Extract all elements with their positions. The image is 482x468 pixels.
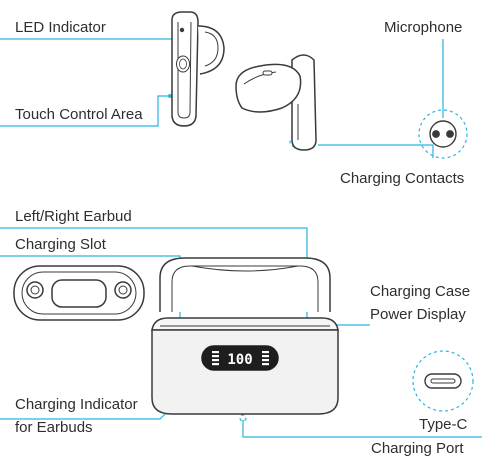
label-touch-control-area: Touch Control Area xyxy=(15,106,143,123)
usb-c-port-icon xyxy=(424,373,462,389)
power-display xyxy=(201,345,279,371)
label-power-display: Power Display xyxy=(370,306,466,323)
leader-charging-contacts xyxy=(318,144,434,158)
label-led-indicator: LED Indicator xyxy=(15,19,106,36)
microphone-detail-icon xyxy=(429,120,457,148)
leader-touch-control xyxy=(0,95,170,127)
label-charging-slot: Charging Slot xyxy=(15,236,106,253)
right-earbud-icon xyxy=(235,54,317,151)
label-microphone: Microphone xyxy=(384,19,463,36)
microphone-highlight xyxy=(418,109,468,159)
leader-charging-port xyxy=(242,420,482,438)
usb-c-highlight xyxy=(412,350,474,412)
label-charging-case: Charging Case xyxy=(370,283,471,300)
label-charging-port: Charging Port xyxy=(371,440,464,457)
display-value: 100 xyxy=(227,352,252,368)
case-top-view-icon xyxy=(13,265,145,321)
label-for-earbuds: for Earbuds xyxy=(15,419,93,436)
label-charging-contacts: Charging Contacts xyxy=(340,170,465,187)
label-charging-indicator: Charging Indicator xyxy=(15,396,138,413)
label-left-right-earbud: Left/Right Earbud xyxy=(15,208,132,225)
charging-case-icon: 100 xyxy=(151,257,339,415)
charging-port-highlight xyxy=(239,414,247,422)
label-type-c: Type-C xyxy=(419,416,468,433)
left-earbud-icon xyxy=(171,11,225,127)
